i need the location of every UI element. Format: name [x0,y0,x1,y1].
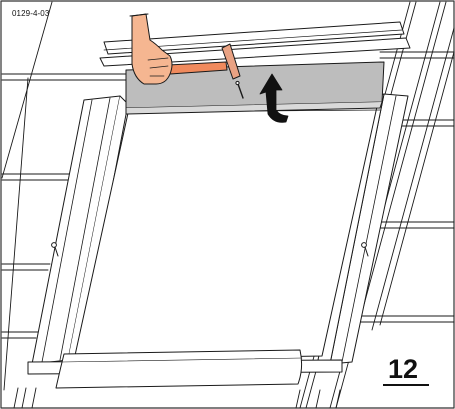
batten-line [371,221,455,229]
step-underline [383,384,429,386]
nail-icon [235,80,244,99]
bottom-apron [27,349,343,389]
screw-icon [51,242,59,257]
hand-icon [129,13,173,85]
rafter-line [371,27,455,331]
fold-up-arrow-icon [259,73,289,123]
batten-line [1,263,51,271]
top-flashing-lip [125,101,383,115]
batten-line [1,173,71,181]
batten-line [1,73,131,81]
rafter-end [13,387,37,409]
screw-icon [361,242,369,257]
batten-line [395,119,455,127]
hammer-icon [167,43,241,80]
figure-code: 0129-4-03 [12,9,50,18]
rafter-line [3,77,29,391]
step-number: 12 [388,354,419,384]
batten-line [359,315,455,323]
rafter-end [295,389,341,409]
batten-line [379,51,455,59]
